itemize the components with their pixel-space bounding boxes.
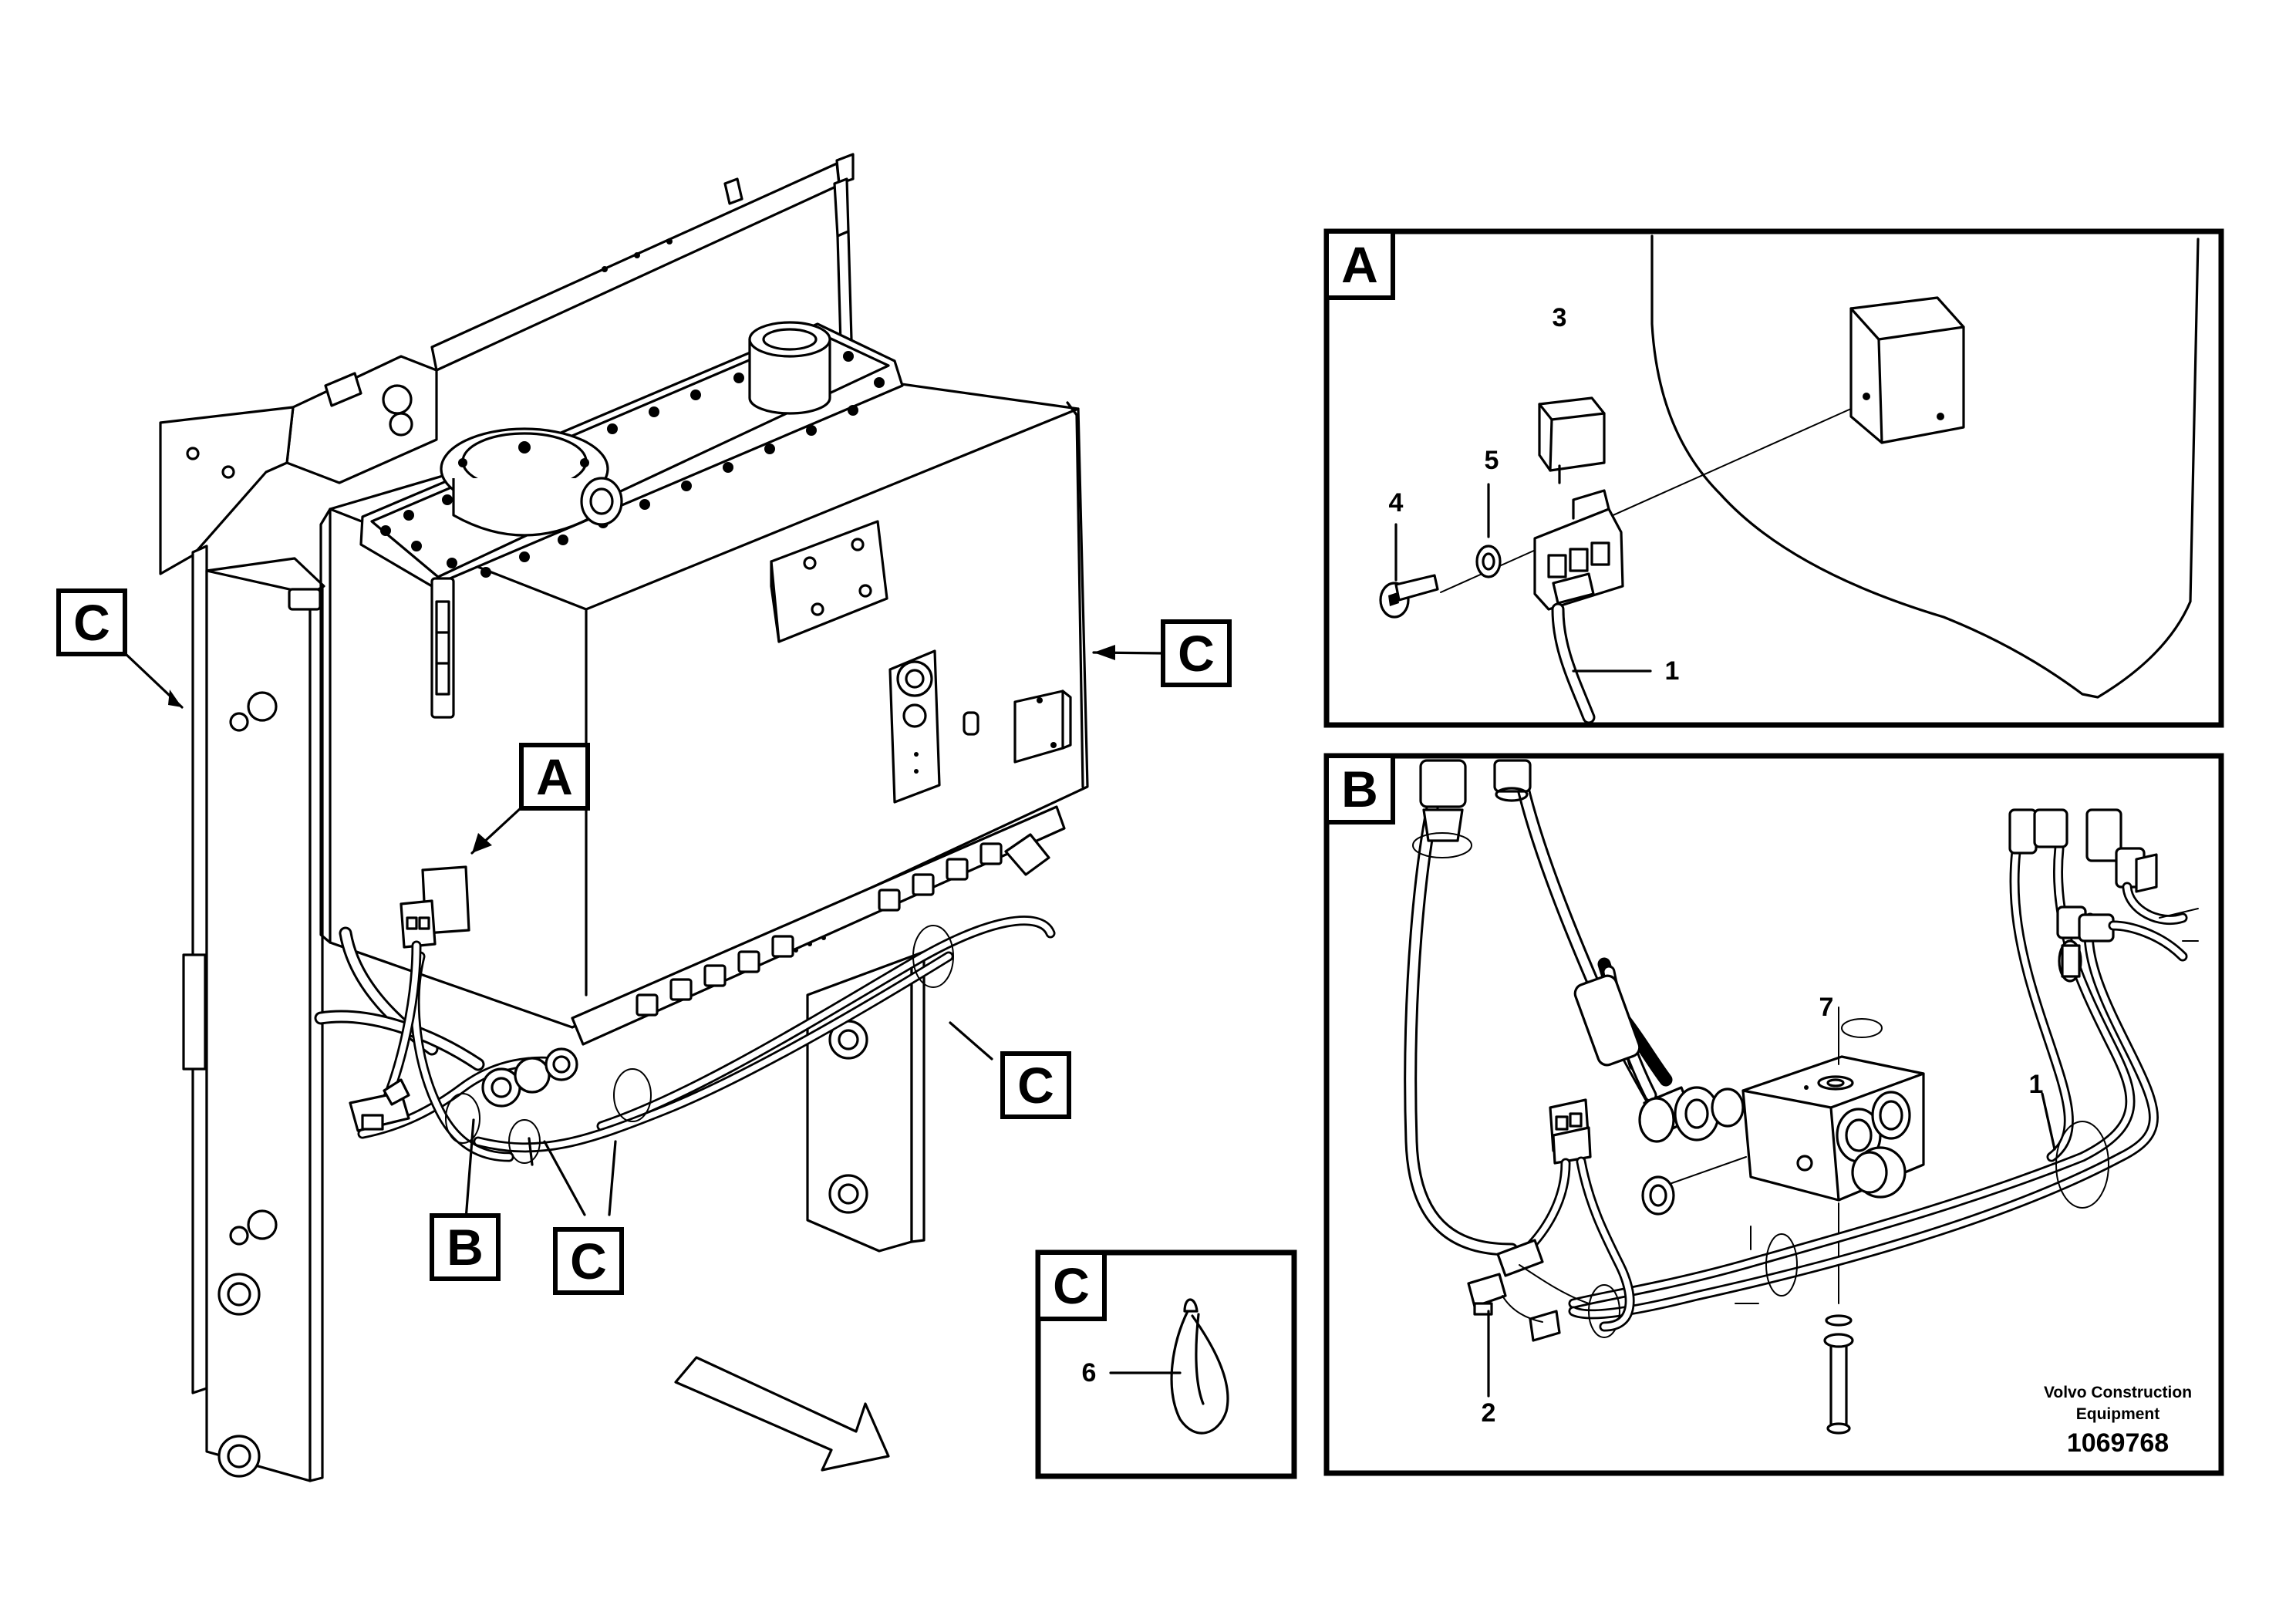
credit-line-1: Volvo Construction (2044, 1384, 2192, 1401)
svg-text:A: A (536, 748, 573, 805)
svg-text:A: A (1341, 236, 1378, 293)
breather-filter (748, 321, 831, 415)
detail-b-panel: B (1323, 753, 2224, 1476)
detail-a-panel: A (1323, 228, 2224, 728)
main-sensor-connectors (349, 865, 534, 1166)
callout-b-main[interactable]: B (430, 1213, 501, 1281)
mounting-bracket (159, 153, 855, 575)
detail-a-label-5: 5 (1485, 446, 1499, 475)
callout-c-left[interactable]: C (56, 588, 127, 656)
right-lower-support (806, 950, 925, 1253)
detail-b-label-7: 7 (1819, 993, 1834, 1022)
detail-a-title: A (1324, 229, 1395, 300)
svg-text:B: B (447, 1219, 484, 1276)
valve-block-part-7 (1741, 1055, 1925, 1202)
temperature-sensor-plate (888, 649, 941, 804)
svg-text:C: C (1017, 1057, 1054, 1114)
callout-a-main[interactable]: A (519, 743, 590, 811)
level-switch-box (1013, 690, 1072, 764)
connector-part-2 (1467, 1098, 1635, 1342)
detail-a-label-3: 3 (1553, 303, 1567, 332)
direction-arrow (674, 1356, 890, 1472)
callout-c-right[interactable]: C (1161, 619, 1232, 687)
svg-text:C: C (73, 594, 110, 651)
screw-part-4 (1379, 574, 1439, 619)
relay-base-connector (1533, 489, 1624, 611)
control-unit-box (1849, 296, 1965, 444)
hydraulic-tank (319, 321, 1089, 1029)
detail-b-label-2: 2 (1482, 1398, 1496, 1428)
detail-a-label-1: 1 (1665, 656, 1680, 686)
credit-line-2: Equipment (2076, 1405, 2160, 1423)
bracket-plate (770, 520, 888, 643)
main-wiring-and-hoses (314, 916, 1056, 1164)
hose-manifold (571, 805, 1066, 1046)
svg-text:C: C (1178, 625, 1215, 682)
detail-b-title: B (1324, 754, 1395, 824)
svg-text:C: C (1053, 1257, 1090, 1314)
svg-text:B: B (1341, 760, 1378, 818)
left-support-column (182, 545, 325, 1482)
svg-text:C: C (570, 1233, 607, 1290)
pressure-sensor-right (2008, 808, 2199, 983)
detail-b-label-1: 1 (2029, 1070, 2044, 1099)
return-filter (440, 427, 623, 537)
detail-a-label-4: 4 (1389, 488, 1404, 518)
document-number: 1069768 (2067, 1428, 2169, 1458)
detail-c-title: C (1036, 1250, 1107, 1321)
cable-tie-part-6 (1170, 1298, 1229, 1435)
main-assembly-illustration (159, 153, 1089, 1482)
callout-c-lower-right[interactable]: C (1000, 1051, 1071, 1119)
relay-part-3 (1538, 396, 1606, 472)
detail-c-label-6: 6 (1082, 1358, 1097, 1388)
sight-glass (430, 577, 455, 719)
detail-c-panel: C 6 (1035, 1249, 1297, 1479)
callout-c-bottom[interactable]: C (553, 1227, 624, 1295)
